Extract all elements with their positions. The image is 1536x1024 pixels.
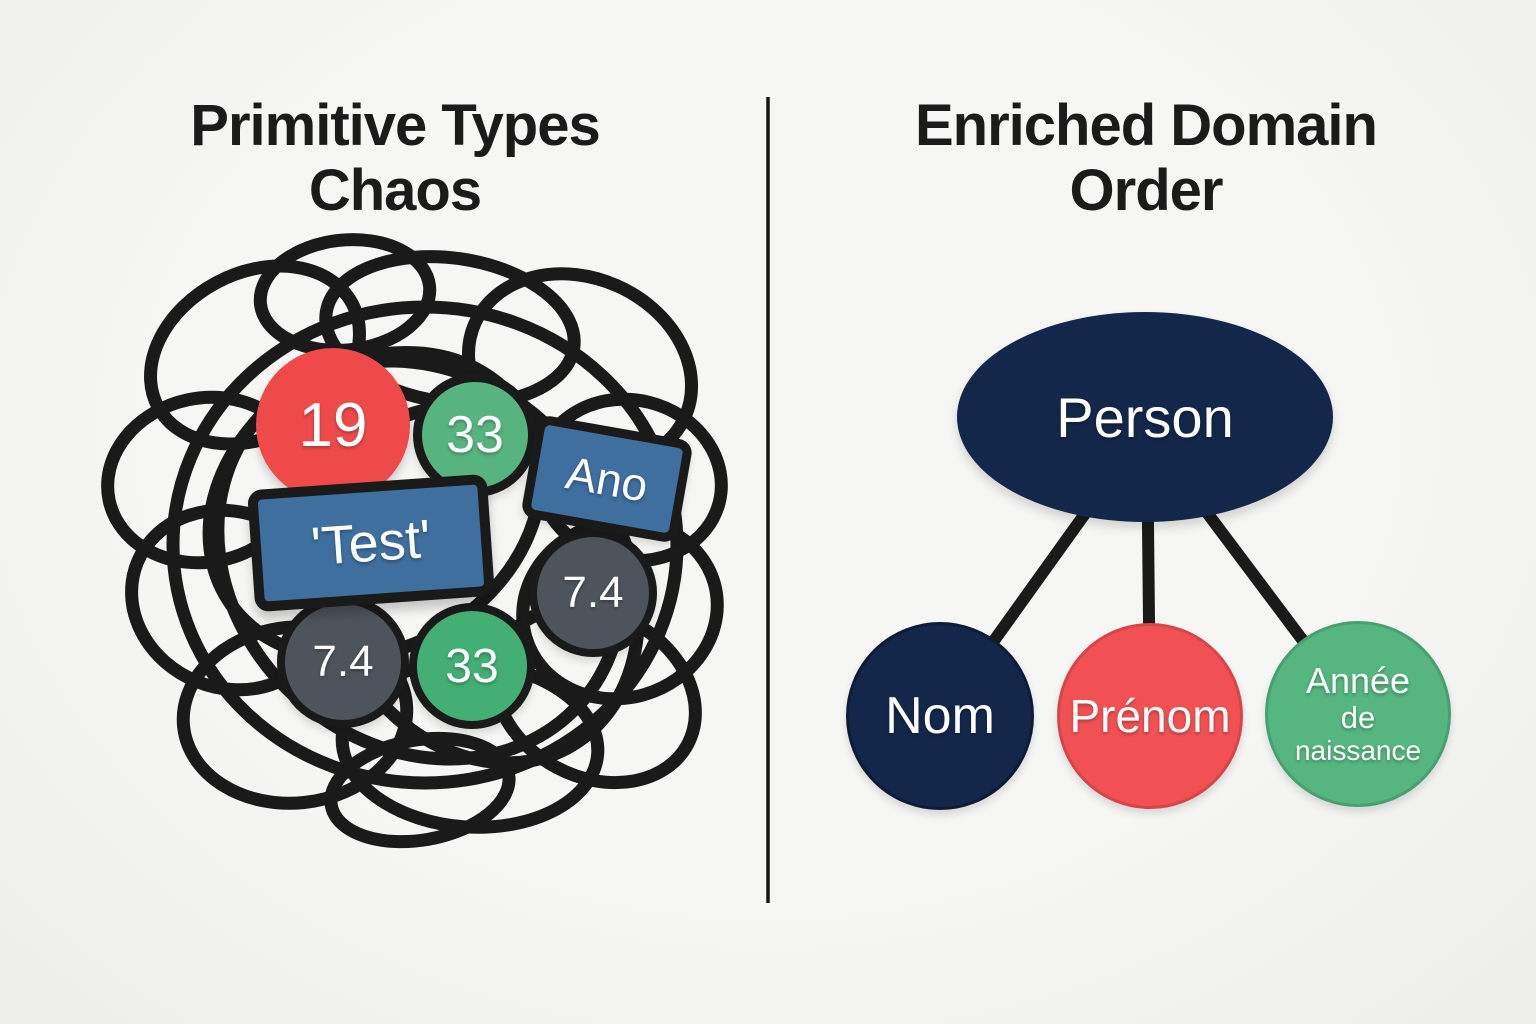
attribute-node-prenom: Prénom [1057,623,1243,809]
right-title-line1: Enriched Domain [915,93,1378,158]
right-panel-title: Enriched Domain Order [856,93,1436,224]
left-title-line1: Primitive Types [190,93,600,158]
annee-label-line2: de [1340,699,1376,735]
entity-node-person: Person [957,312,1333,522]
left-title-line2: Chaos [308,157,482,223]
primitive-value-74-right: 7.4 [529,529,657,657]
primitive-value-test: 'Test' [247,473,495,613]
attribute-node-nom: Nom [846,622,1034,810]
attribute-node-annee-de-naissance: Année de naissance [1265,621,1451,807]
right-title-line2: Order [1069,157,1224,223]
annee-label-line3: naissance [1294,734,1422,766]
left-panel-title: Primitive Types Chaos [110,93,680,224]
primitive-value-74-left: 7.4 [277,596,409,728]
primitive-value-19: 19 [256,348,410,502]
annee-label-line1: Année [1305,660,1411,702]
primitive-value-33-bottom: 33 [409,603,535,729]
